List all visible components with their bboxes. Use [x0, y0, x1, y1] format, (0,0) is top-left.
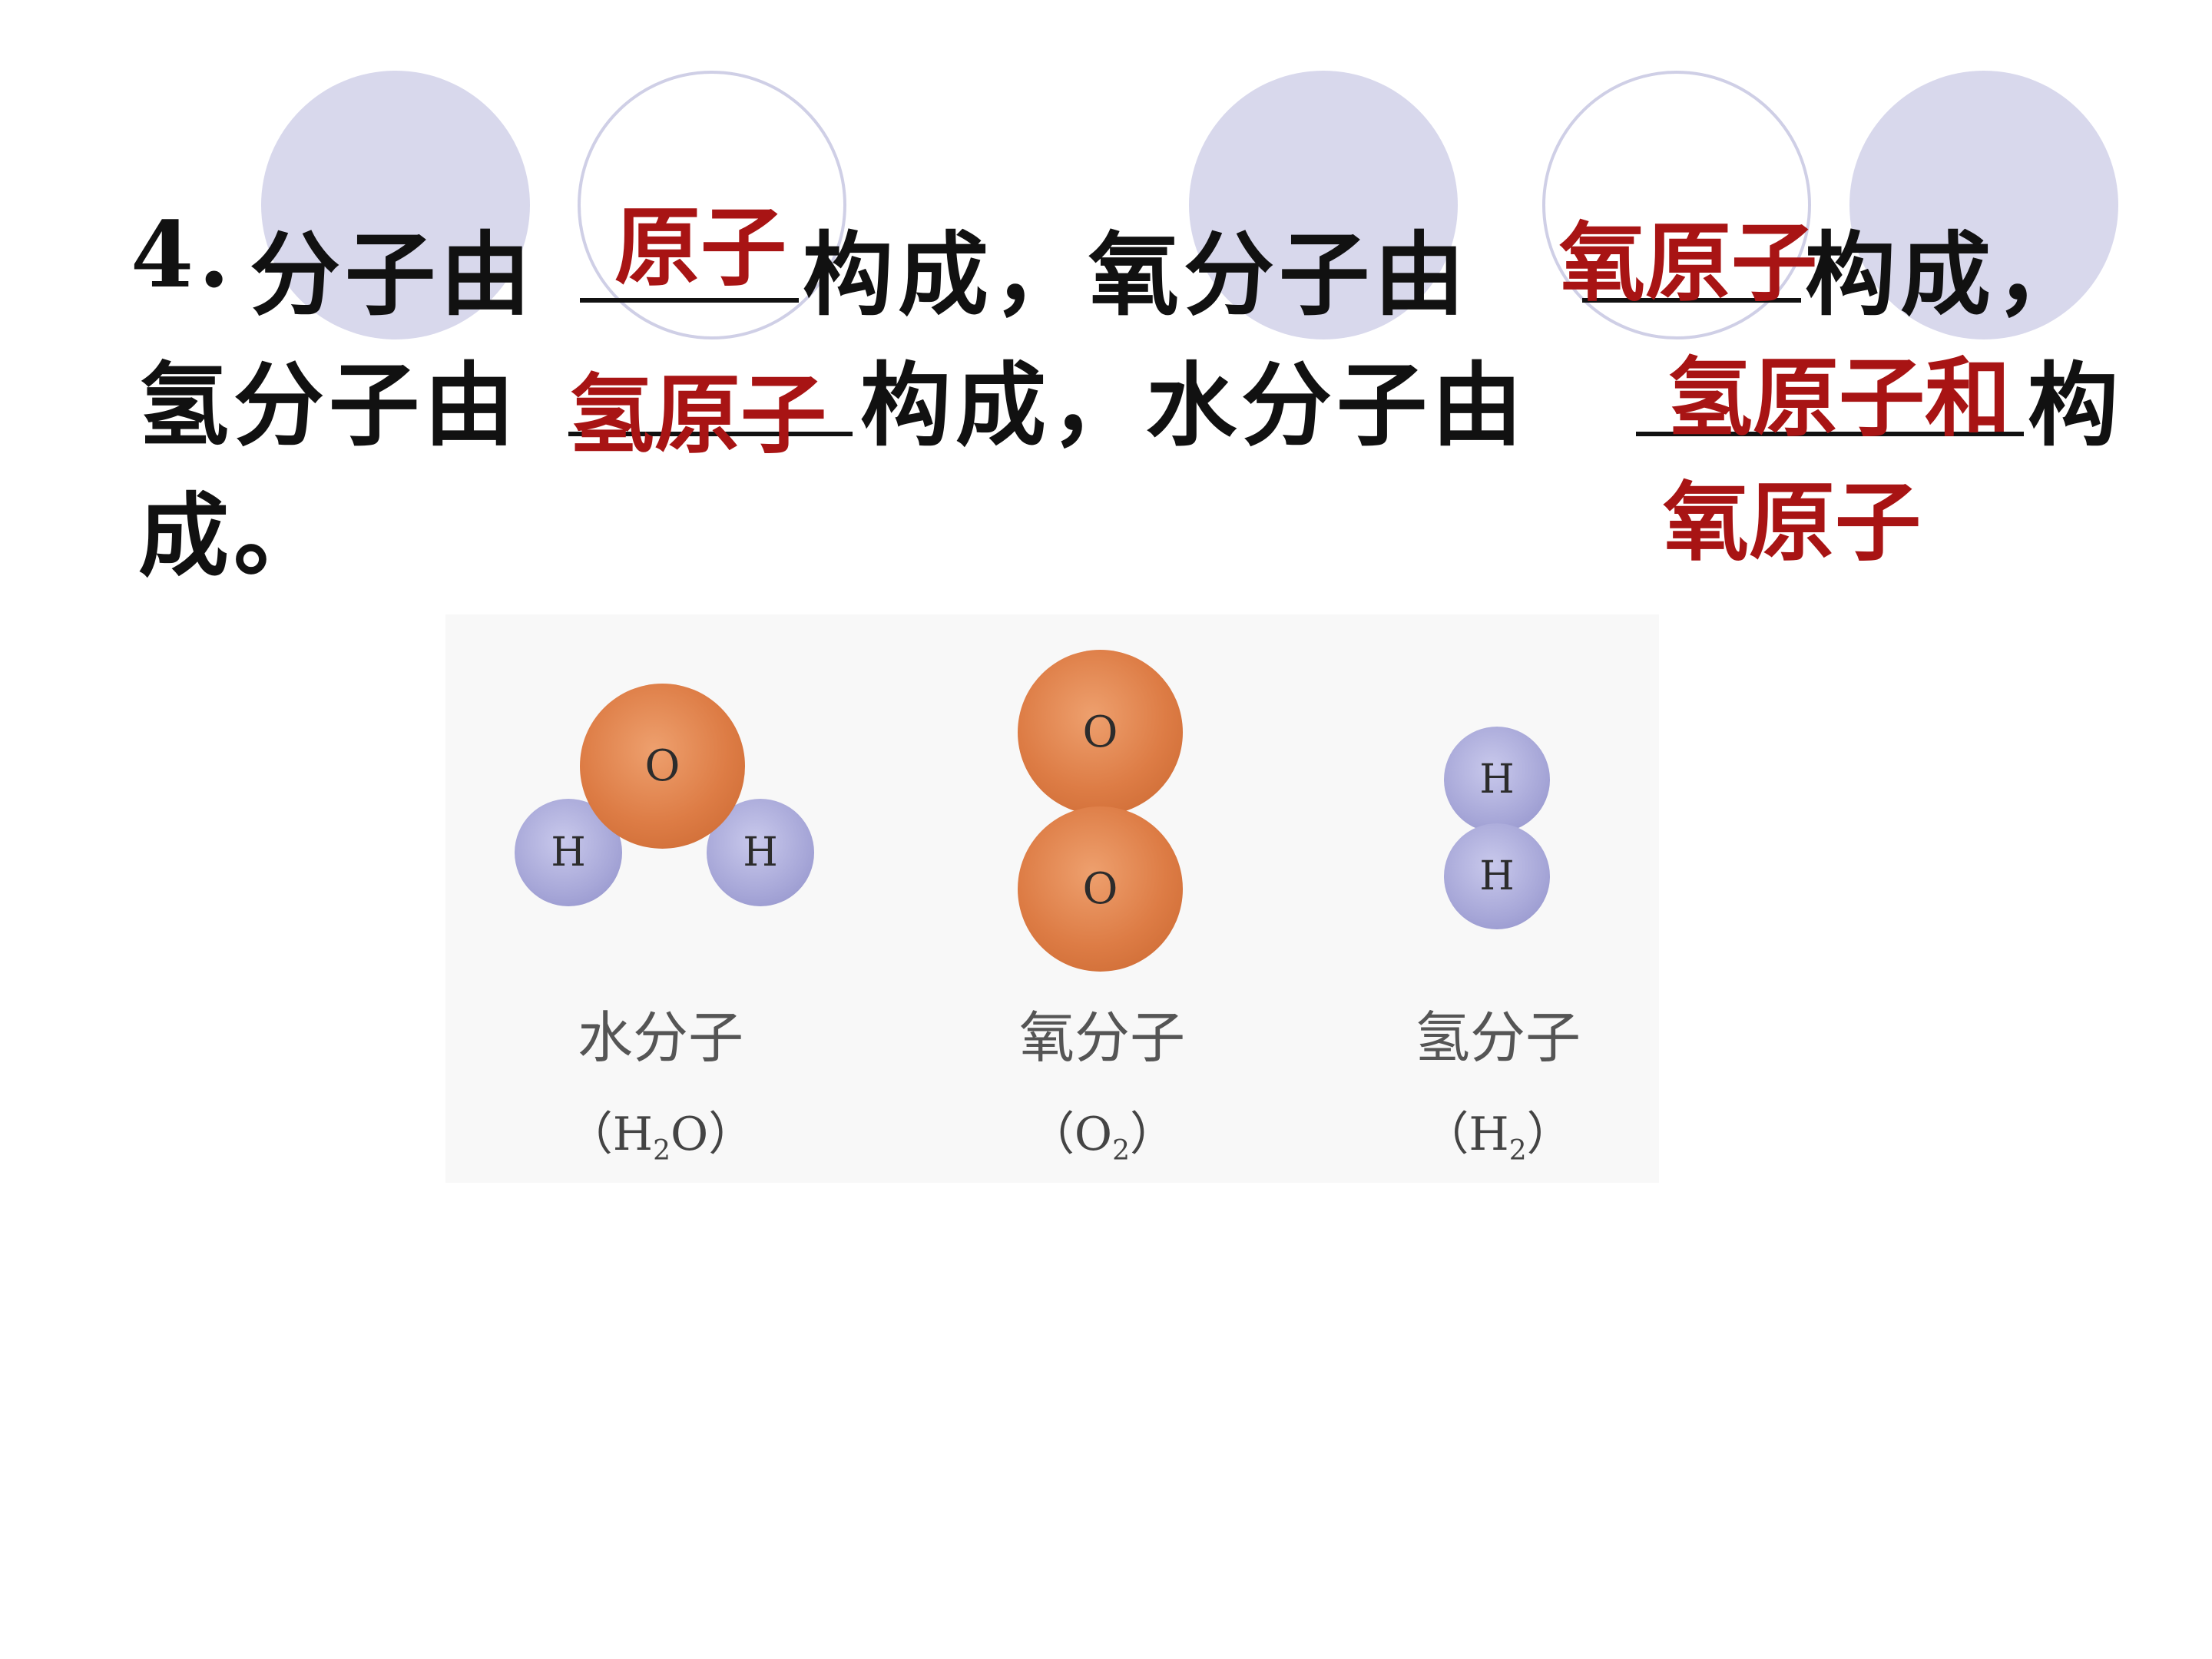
oxygen-atom-top: O — [1018, 650, 1183, 815]
question-line1-a: 分子由 — [250, 221, 536, 328]
oxygen-label: 氧分子 — [1018, 1005, 1185, 1070]
answer-water-molecule-2: 氧原子 — [1663, 472, 1921, 573]
answer-molecule: 原子 — [614, 197, 786, 298]
question-line2-a: 氢分子由 — [138, 352, 520, 459]
decor-circle-1 — [261, 71, 530, 339]
molecule-figure: H H O 水分子 （H2O） O O 氧分子 （O2） H H 氢分子 （H2… — [445, 614, 1659, 1183]
question-line3: 成。 — [138, 482, 329, 589]
decor-circle-2 — [1189, 71, 1458, 339]
oxygen-atom-bottom: O — [1018, 806, 1183, 972]
blank-oxygen-molecule — [1582, 298, 1801, 303]
question-line1-b: 构成，氧分子由 — [803, 221, 1470, 328]
answer-oxygen-molecule: 氧原子 — [1559, 213, 1817, 313]
hydrogen-label: 氢分子 — [1414, 1005, 1581, 1070]
blank-water-molecule — [1636, 432, 2024, 436]
blank-molecule — [580, 298, 799, 303]
water-oxygen-atom: O — [580, 684, 745, 849]
hydrogen-formula: （H2） — [1422, 1108, 1573, 1167]
oxygen-formula: （O2） — [1028, 1108, 1177, 1167]
decor-circle-3 — [1849, 71, 2118, 339]
question-number: 4. — [131, 201, 235, 308]
decor-ring-1 — [578, 71, 846, 339]
answer-water-molecule-1: 氢原子和 — [1667, 348, 2011, 449]
blank-hydrogen-molecule — [568, 432, 853, 436]
answer-hydrogen-molecule: 氢原子 — [568, 365, 826, 465]
hydrogen-atom-top: H — [1444, 727, 1550, 833]
question-line1-c: 构成， — [1805, 221, 2091, 328]
question-line2-c: 构 — [2028, 352, 2124, 459]
hydrogen-atom-bottom: H — [1444, 823, 1550, 929]
water-label: 水分子 — [577, 1005, 743, 1070]
decor-ring-2 — [1542, 71, 1811, 339]
water-formula: （H2O） — [566, 1108, 755, 1167]
question-line2-b: 构成，水分子由 — [860, 352, 1528, 459]
